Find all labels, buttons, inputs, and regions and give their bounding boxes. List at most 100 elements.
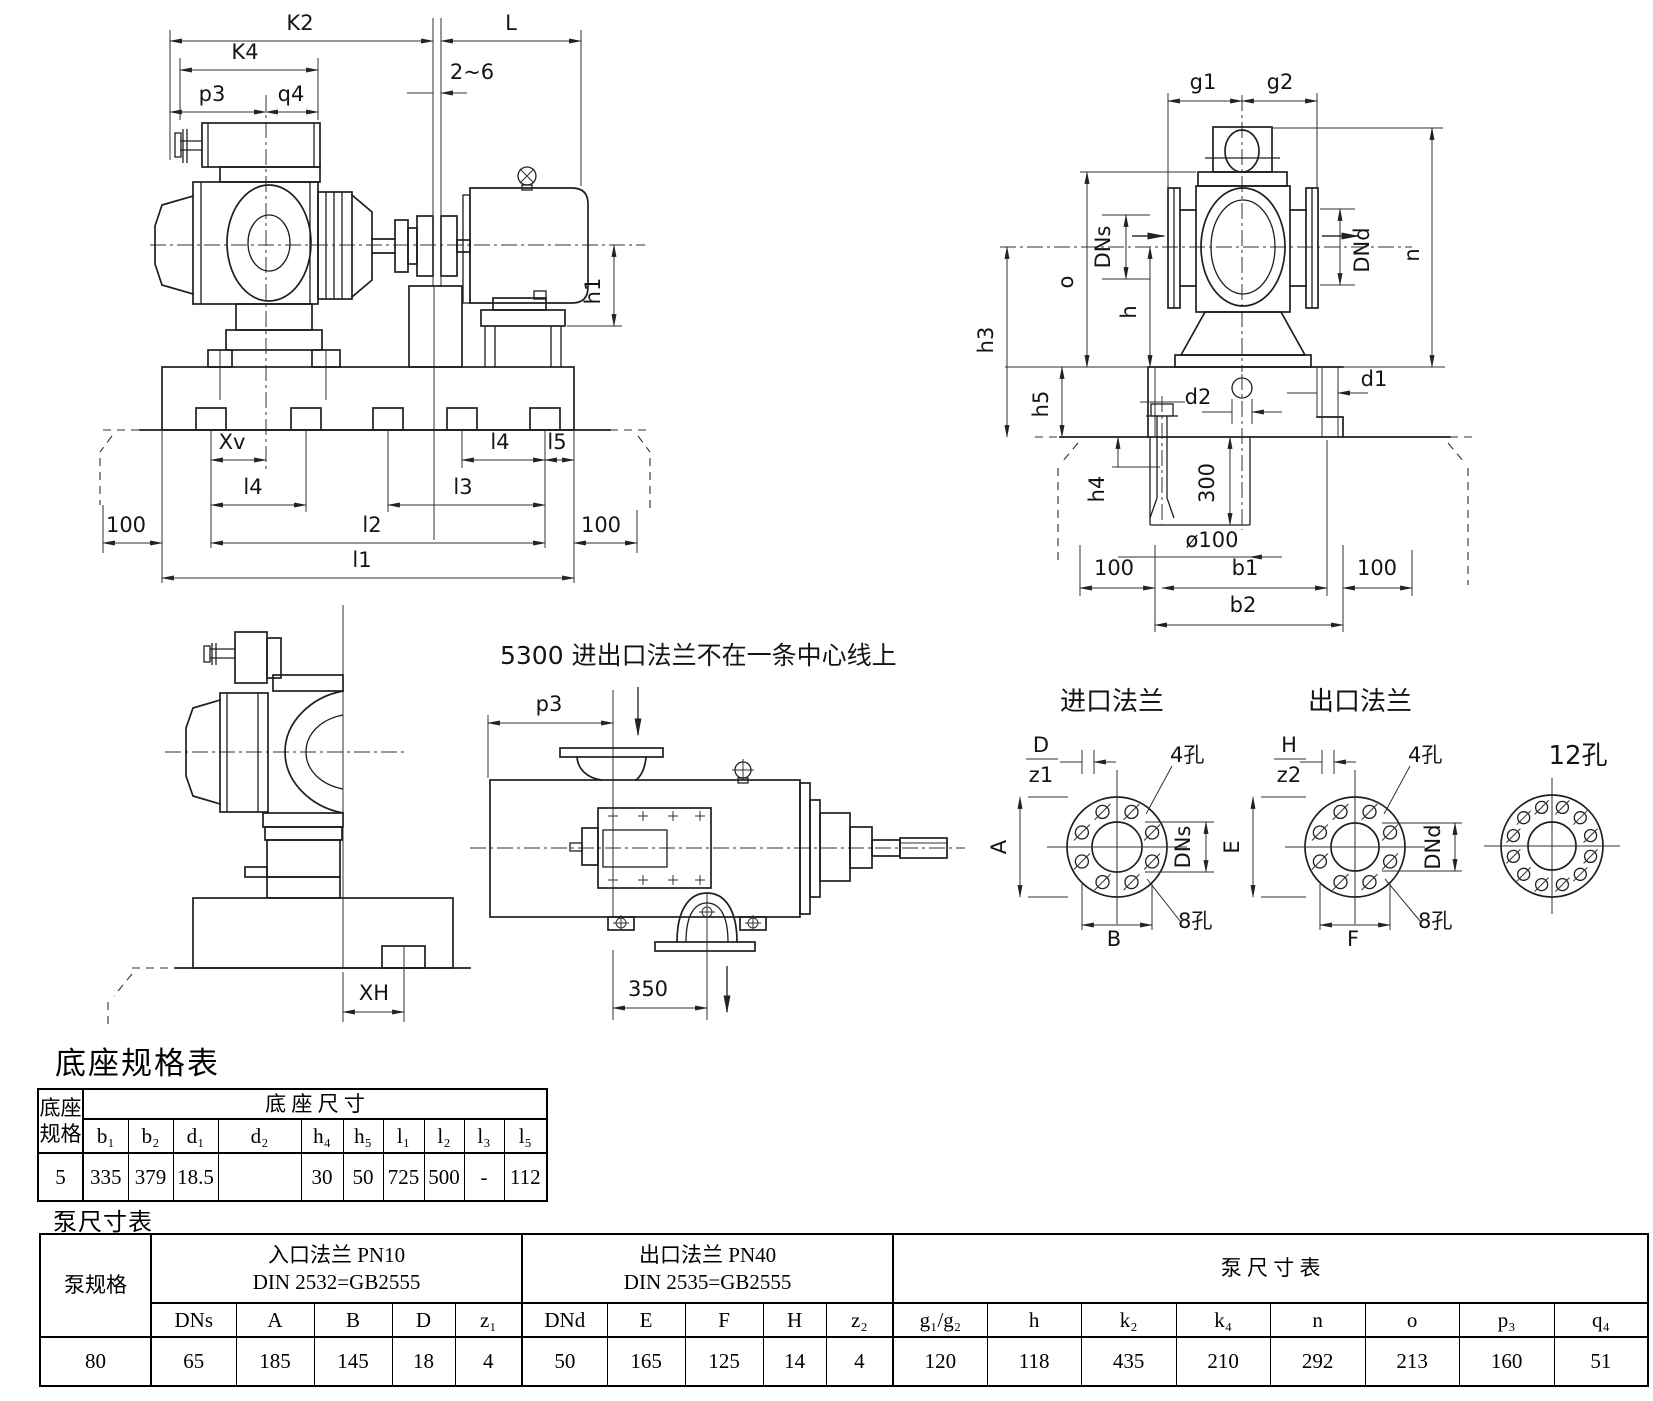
col-k4: k₄ [1175,1302,1271,1338]
callout-4holes-outlet: 4孔 [1408,743,1442,767]
outlet-group-line1: 出口法兰 PN40 [639,1243,777,1268]
col-H: H [762,1302,827,1338]
inlet-flange-plate [559,747,664,758]
col-l3: l₃ [463,1118,505,1154]
coupling [394,18,471,287]
col-k2: k₂ [1080,1302,1177,1338]
dim-label-z1: z1 [1029,763,1053,787]
aux-pump-body [201,122,321,168]
pump-end-cap [154,194,195,296]
col-h4: h₄ [300,1118,344,1154]
dim-label-h1: h1 [581,278,605,305]
callout-8holes-inlet: 8孔 [1178,909,1212,933]
cell-E: 165 [606,1336,686,1387]
inlet-group-line2: DIN 2532=GB2555 [252,1269,421,1294]
base-side [192,897,454,969]
pump-size-group-header: 泵 尺 寸 表 [892,1233,1649,1304]
cell-d2 [217,1152,302,1202]
dim-label-h3: h3 [974,327,998,354]
base-table-group-header: 底 座 尺 寸 [82,1088,548,1120]
inlet-flange-title: 进口法兰 [1060,687,1164,717]
partial-side-view: XH [107,605,471,1030]
col-h5: h₅ [342,1118,384,1154]
bolt-holes-outlet [1311,803,1399,891]
col-b2: b₂ [127,1118,174,1154]
outlet-group-line2: DIN 2535=GB2555 [623,1269,792,1294]
col-l2: l₂ [423,1118,465,1154]
dim-label-l: L [505,11,517,35]
col-p3: p₃ [1458,1302,1555,1338]
cell-d1: 18.5 [172,1152,219,1202]
cell-p3: 160 [1458,1336,1555,1387]
cell-h: 118 [986,1336,1082,1387]
cell-n: 292 [1269,1336,1366,1387]
dim-label-gap: 2~6 [450,60,494,84]
col-F: F [684,1302,764,1338]
dim-label-l5: l5 [547,430,566,454]
dim-label-l4l: l4 [243,475,262,499]
callout-4holes-inlet: 4孔 [1170,743,1204,767]
dim-label-F: F [1347,927,1359,951]
cell-B: 145 [313,1336,393,1387]
col-n: n [1269,1302,1366,1338]
cell-spec: 5 [37,1152,84,1202]
col-z1: z₁ [454,1302,524,1338]
col-E: E [606,1302,686,1338]
dim-label-k2: K2 [286,11,313,35]
note-5300: 5300 进出口法兰不在一条中心线上 [500,641,897,670]
casing-pedestal [1179,311,1307,356]
dim-label-100d: 100 [1357,556,1397,580]
col-h: h [986,1302,1082,1338]
inlet-flange-face: A D z1 4孔 DNs B 8孔 [987,733,1214,951]
outlet-dome [676,892,738,943]
corner-line2: 规格 [39,1122,82,1146]
dim-label-p3: p3 [199,82,226,106]
dim-label-H: H [1281,733,1297,757]
dim-label-l1: l1 [352,548,371,572]
dim-label-xh: XH [359,981,389,1005]
casing-side [219,692,269,813]
outlet-flange-title: 出口法兰 [1308,687,1412,717]
baseplate [99,366,651,510]
col-d1: d₁ [172,1118,219,1154]
dim-label-k4: K4 [231,40,258,64]
pump-spec-label: 泵规格 [39,1233,152,1338]
col-q4: q₄ [1553,1302,1649,1338]
outlet-flange-face: E H z2 4孔 DNd F 8孔 [1220,733,1462,951]
col-DNs: DNs [150,1302,237,1338]
base-table-title: 底座规格表 [55,1046,220,1081]
cell-l3: - [463,1152,505,1202]
flange-views: 进口法兰 出口法兰 12孔 A D z1 4孔 DNs B 8孔 [987,687,1620,951]
end-view-pump: d2 d1 o h h3 h5 h4 300 n g1 g2 DNs DNd ø… [974,70,1475,632]
pump-table-title: 泵尺寸表 [53,1210,153,1236]
dim-label-h5: h5 [1029,391,1053,418]
dim-label-d2: d2 [1185,385,1212,409]
col-DNd: DNd [521,1302,608,1338]
dim-label-o: o [1054,276,1078,289]
cell-H: 14 [762,1336,827,1387]
cell-b1: 335 [82,1152,129,1202]
cell-l2: 500 [423,1152,465,1202]
col-z2: z₂ [825,1302,895,1338]
casing-bore [226,184,312,302]
col-D: D [391,1302,456,1338]
bolt-holes-12 [1506,800,1598,892]
dim-label-b1: b1 [1232,556,1259,580]
dim-label-dnd-flange: DNd [1421,824,1445,869]
col-d2: d₂ [217,1118,302,1154]
dim-label-h4: h4 [1085,476,1109,503]
dim-label-l4r: l4 [490,430,509,454]
corner-line1: 底座 [39,1095,82,1120]
dim-label-n: n [1400,248,1424,261]
dim-label-q4: q4 [278,82,305,106]
callout-8holes-outlet: 8孔 [1418,909,1452,933]
bolt-holes-inlet [1073,803,1161,891]
dim-label-dnd: DNd [1350,227,1374,272]
cell-h5: 50 [342,1152,384,1202]
col-A: A [235,1302,315,1338]
dim-label-A: A [987,839,1011,854]
cell-g1g2: 120 [892,1336,988,1387]
col-l1: l₁ [382,1118,425,1154]
